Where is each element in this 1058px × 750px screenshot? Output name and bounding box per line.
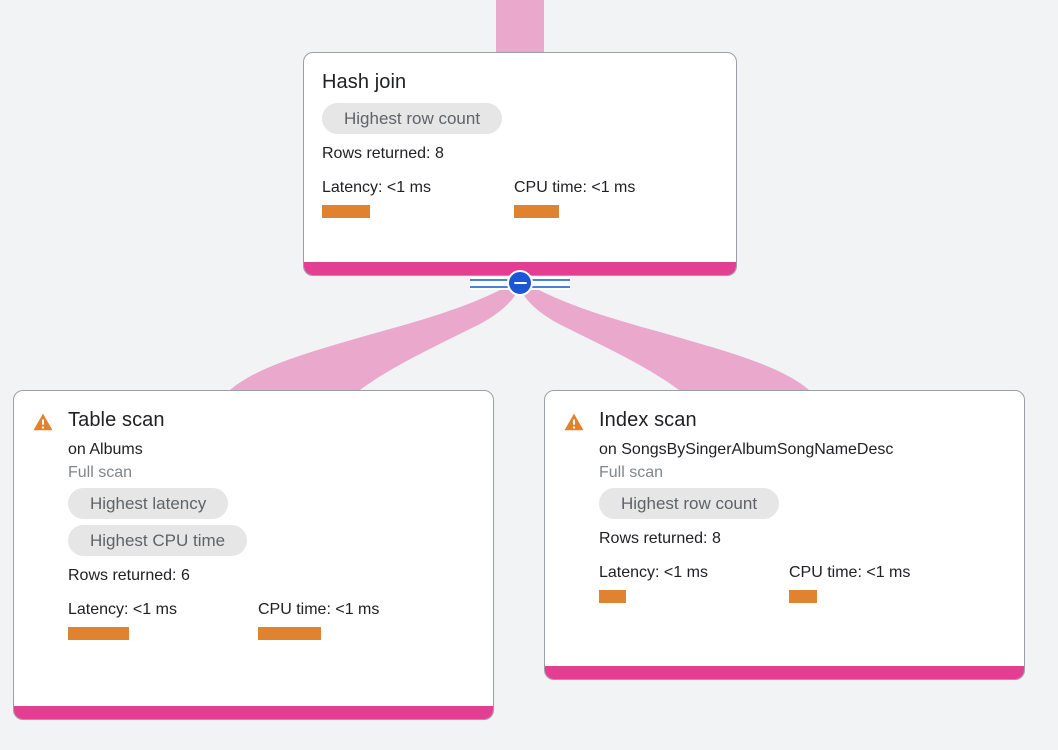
node-title: Index scan	[599, 409, 697, 431]
node-table-scan-header: Table scan on Albums Full scan Highest l…	[32, 407, 475, 640]
metric-cpu-time: CPU time: <1 ms	[789, 562, 910, 603]
metric-latency-bar	[599, 590, 626, 603]
metric-latency-bar	[68, 627, 129, 640]
node-index-scan-metrics: Latency: <1 ms CPU time: <1 ms	[599, 562, 1006, 603]
collapse-children-toggle[interactable]	[507, 270, 533, 296]
edge-hash-join-to-index-scan	[520, 286, 809, 390]
node-hash-join-metrics: Latency: <1 ms CPU time: <1 ms	[322, 177, 718, 218]
node-table-scan-badges: Highest latency Highest CPU time	[68, 488, 475, 562]
node-title: Table scan	[68, 409, 165, 431]
node-scan-type: Full scan	[599, 464, 664, 481]
minus-icon	[513, 281, 527, 285]
node-index-scan-body: Index scan on SongsBySingerAlbumSongName…	[545, 391, 1024, 666]
warning-icon	[564, 413, 584, 431]
node-hash-join[interactable]: Hash join Highest row count Rows returne…	[303, 52, 737, 276]
metric-cpu-time-label: CPU time: <1 ms	[514, 179, 636, 196]
warning-icon	[33, 413, 53, 431]
metric-cpu-time: CPU time: <1 ms	[258, 599, 379, 640]
rows-returned: Rows returned: 6	[68, 567, 190, 584]
status-badge: Highest CPU time	[68, 525, 248, 556]
edge-hash-join-to-table-scan	[230, 286, 519, 390]
metric-latency-label: Latency: <1 ms	[599, 564, 708, 581]
metric-latency-label: Latency: <1 ms	[68, 601, 177, 618]
metric-latency: Latency: <1 ms	[68, 599, 258, 640]
status-badge: Highest latency	[68, 488, 229, 519]
rows-returned: Rows returned: 8	[322, 145, 444, 162]
node-table-scan[interactable]: Table scan on Albums Full scan Highest l…	[13, 390, 494, 720]
node-subtitle: on SongsBySingerAlbumSongNameDesc	[599, 441, 894, 458]
node-index-scan-header: Index scan on SongsBySingerAlbumSongName…	[563, 407, 1006, 603]
node-table-scan-accent-bar	[14, 706, 493, 719]
node-title: Hash join	[322, 71, 407, 93]
node-subtitle: on Albums	[68, 441, 143, 458]
node-hash-join-body: Hash join Highest row count Rows returne…	[304, 53, 736, 262]
metric-cpu-time-label: CPU time: <1 ms	[258, 601, 380, 618]
node-table-scan-metrics: Latency: <1 ms CPU time: <1 ms	[68, 599, 475, 640]
node-index-scan-badges: Highest row count	[599, 488, 1006, 525]
status-badge: Highest row count	[599, 488, 780, 519]
metric-cpu-time-bar	[258, 627, 321, 640]
node-index-scan-accent-bar	[545, 666, 1024, 679]
metric-latency: Latency: <1 ms	[599, 562, 789, 603]
node-hash-join-header: Hash join	[322, 69, 718, 95]
node-table-scan-body: Table scan on Albums Full scan Highest l…	[14, 391, 493, 706]
node-index-scan[interactable]: Index scan on SongsBySingerAlbumSongName…	[544, 390, 1025, 680]
node-hash-join-badges: Highest row count	[322, 103, 718, 140]
metric-cpu-time-label: CPU time: <1 ms	[789, 564, 911, 581]
metric-latency: Latency: <1 ms	[322, 177, 514, 218]
metric-latency-label: Latency: <1 ms	[322, 179, 431, 196]
metric-cpu-time-bar	[789, 590, 817, 603]
status-badge: Highest row count	[322, 103, 503, 134]
metric-cpu-time: CPU time: <1 ms	[514, 177, 635, 218]
node-hash-join-accent-bar	[304, 262, 736, 275]
edge-into-hash-join	[496, 0, 544, 54]
metric-cpu-time-bar	[514, 205, 559, 218]
node-scan-type: Full scan	[68, 464, 133, 481]
metric-latency-bar	[322, 205, 370, 218]
rows-returned: Rows returned: 8	[599, 530, 721, 547]
